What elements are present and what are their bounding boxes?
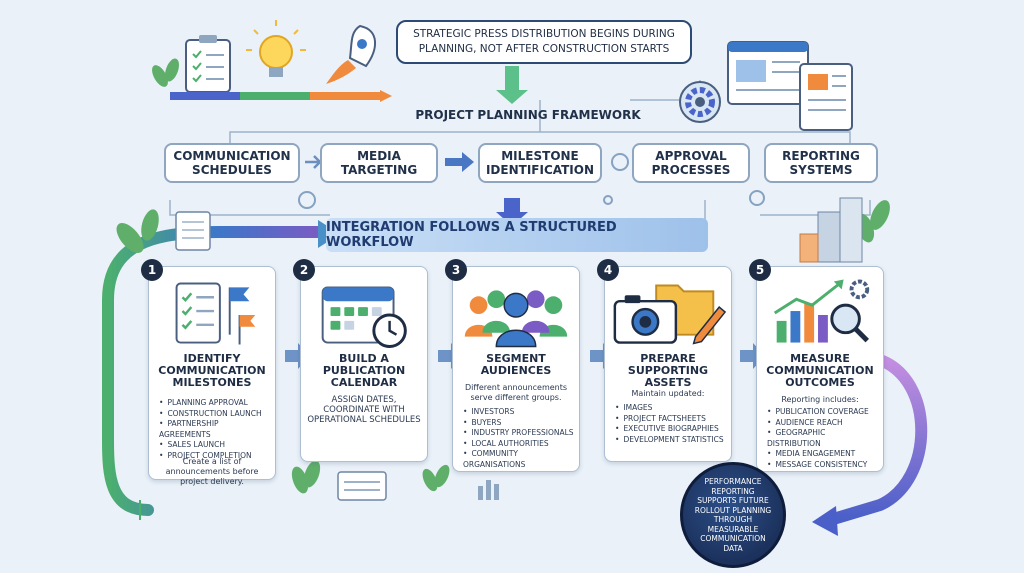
list-item: Planning approval: [159, 398, 271, 409]
step-intro: Reporting includes:: [781, 395, 859, 404]
camera-folder-icon: [613, 284, 727, 345]
component-media-targeting: Media Targeting: [320, 143, 438, 183]
component-milestone-identification: Milestone Identification: [478, 143, 602, 183]
list-item: Project completion: [159, 451, 271, 462]
checklist-flags-icon: [175, 282, 256, 345]
list-item: Local authorities: [463, 439, 575, 450]
step-number: 4: [597, 259, 619, 281]
list-item: Audience reach: [767, 418, 879, 429]
step-number: 5: [749, 259, 771, 281]
step-intro: Different announcements serve different …: [464, 383, 568, 402]
step-title: Build a Publication Calendar: [322, 352, 406, 389]
growth-chart-icon: [773, 279, 870, 343]
step-title: Segment Audiences: [480, 352, 552, 377]
step-item-list: Images Project factsheets Executive biog…: [615, 403, 727, 445]
list-item: Construction launch: [159, 409, 271, 420]
strategy-callout: Strategic press distribution begins duri…: [396, 20, 692, 64]
list-item: Sales launch: [159, 440, 271, 451]
step-footer: Assign dates, coordinate with operationa…: [307, 395, 421, 425]
list-item: Executive biographies: [615, 424, 727, 435]
list-item: Investors: [463, 407, 575, 418]
step-item-list: Investors Buyers Industry professionals …: [463, 407, 575, 470]
step-number: 3: [445, 259, 467, 281]
step-item-list: Publication coverage Audience reach Geog…: [767, 407, 879, 470]
step-card-3: 3 Segment Audiences Different announceme…: [445, 259, 580, 472]
list-item: Geographic distribution: [767, 428, 879, 449]
framework-title: Project planning framework: [415, 108, 641, 122]
step-title: Measure Communication Outcomes: [766, 352, 874, 389]
step-card-1: 1 Identify Communication Milestones Plan…: [141, 259, 276, 486]
list-item: Message consistency: [767, 460, 879, 471]
list-item: Project factsheets: [615, 414, 727, 425]
list-item: Buyers: [463, 418, 575, 429]
step-item-list: Planning approval Construction launch Pa…: [159, 398, 271, 461]
list-item: Partnership agreements: [159, 419, 271, 440]
audience-group-icon: [464, 290, 568, 348]
step-title: Prepare Supporting Assets: [627, 352, 709, 389]
calendar-clock-icon: [321, 286, 407, 348]
list-item: Industry professionals: [463, 428, 575, 439]
step-card-4: 4 Prepare Supporting Assets Maintain upd…: [597, 259, 732, 462]
step-card-5: 5 Measure Communication Outcomes Reporti…: [749, 259, 884, 472]
component-communication-schedules: Communication Schedules: [164, 143, 300, 183]
list-item: Community organisations: [463, 449, 575, 470]
list-item: Media engagement: [767, 449, 879, 460]
performance-reporting-badge: Performance reporting supports future ro…: [680, 462, 786, 568]
component-approval-processes: Approval Processes: [632, 143, 750, 183]
list-item: Publication coverage: [767, 407, 879, 418]
list-item: Development statistics: [615, 435, 727, 446]
list-item: Images: [615, 403, 727, 414]
step-footer: Create a list of announcements before pr…: [165, 457, 259, 486]
step-title: Identify Communication Milestones: [158, 352, 266, 389]
workflow-banner: Integration follows a structured workflo…: [326, 218, 708, 252]
step-number: 1: [141, 259, 163, 281]
step-number: 2: [293, 259, 315, 281]
component-reporting-systems: Reporting Systems: [764, 143, 878, 183]
step-intro: Maintain updated:: [631, 389, 705, 398]
step-card-2: 2 Build a Publication Calendar Assign da…: [293, 259, 428, 462]
